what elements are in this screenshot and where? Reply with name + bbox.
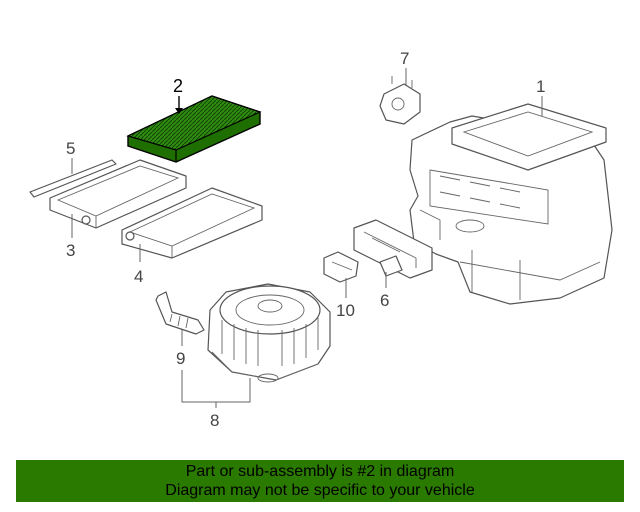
banner-line-part-number: Part or sub-assembly is #2 in diagram (185, 463, 455, 480)
callout-4: 4 (134, 244, 143, 286)
part-info-banner: Part or sub-assembly is #2 in diagram Di… (16, 460, 624, 502)
heater-unit-part[interactable] (409, 103, 613, 305)
callout-6: 6 (380, 272, 389, 310)
callout-2: 2 (173, 76, 183, 114)
callout-3-number: 3 (66, 241, 75, 260)
blower-motor-part[interactable] (207, 283, 331, 383)
bracket-part[interactable] (353, 219, 433, 279)
cabin-air-filter-part[interactable] (126, 95, 262, 163)
callout-3: 3 (66, 214, 75, 260)
callout-8-number: 8 (210, 411, 219, 430)
callout-4-number: 4 (134, 267, 143, 286)
hose-part[interactable] (155, 291, 205, 335)
callout-1: 1 (536, 77, 545, 116)
rod-part[interactable] (29, 159, 117, 198)
callout-7: 7 (400, 49, 409, 86)
banner-line-disclaimer: Diagram may not be specific to your vehi… (165, 482, 475, 499)
callout-5: 5 (66, 139, 75, 174)
callout-9-number: 9 (176, 349, 185, 368)
callout-1-number: 1 (536, 77, 545, 96)
callout-9: 9 (176, 330, 185, 368)
filter-housing-part[interactable] (121, 187, 263, 259)
callout-7-number: 7 (400, 49, 409, 68)
callout-2-number: 2 (173, 76, 183, 96)
actuator-part[interactable] (379, 76, 421, 125)
callout-10-number: 10 (336, 301, 355, 320)
sensor-part[interactable] (323, 251, 359, 283)
callout-6-number: 6 (380, 291, 389, 310)
callout-8: 8 (181, 370, 251, 430)
callout-10: 10 (336, 278, 355, 320)
callout-5-number: 5 (66, 139, 75, 158)
filter-frame-part[interactable] (49, 159, 187, 229)
